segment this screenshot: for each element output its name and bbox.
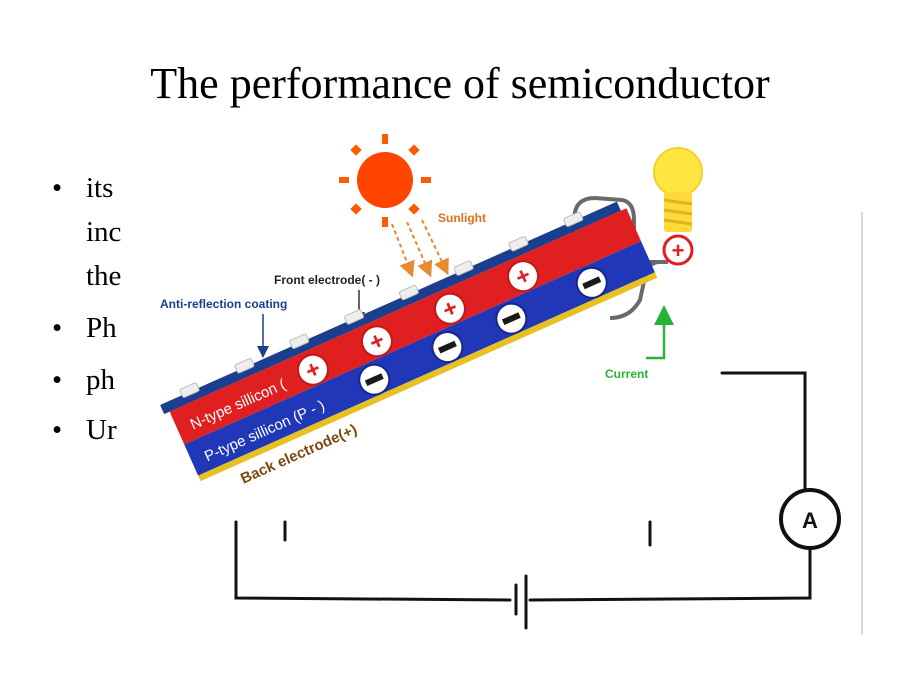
sunlight-label: Sunlight <box>438 211 486 225</box>
sun-rays <box>339 134 431 227</box>
bullet-text-line: Ur <box>86 414 117 446</box>
back-electrode-layer <box>198 272 658 482</box>
bulb-wire-return <box>609 260 661 320</box>
bullet-marker: • <box>52 312 63 344</box>
ammeter-icon <box>779 488 841 550</box>
minus-charge <box>431 331 464 364</box>
bullet-text-line: inc <box>86 216 122 248</box>
bullet-marker: • <box>52 364 63 396</box>
plus-charge: + <box>360 325 393 358</box>
minus-charge <box>575 266 608 299</box>
plus-charge: + <box>296 353 329 386</box>
circuit-wire <box>528 546 812 602</box>
bullet-text-line: the <box>86 260 122 292</box>
light-bulb-icon: + <box>653 147 703 266</box>
front-electrode-contacts <box>179 211 584 398</box>
plus-charge: + <box>507 260 540 293</box>
plus-charge: + <box>433 292 466 325</box>
sun-icon <box>339 134 431 227</box>
circuit-wire <box>720 371 807 492</box>
current-label: Current <box>605 367 648 381</box>
ammeter-label: A <box>802 508 818 533</box>
circuit-wire <box>234 520 512 602</box>
minus-charges <box>358 266 608 396</box>
bulb-plus-charge <box>662 234 694 266</box>
bullet-text-line: ph <box>86 364 115 396</box>
slide-title: The performance of semiconductor <box>150 59 770 108</box>
ammeter: A <box>779 488 841 550</box>
plus-charges: + + + + <box>296 260 540 386</box>
bullet-text-line: Ph <box>86 312 117 344</box>
bullet-text-line: its <box>86 172 114 204</box>
bullet-marker: • <box>52 172 63 204</box>
minus-charge <box>495 302 528 335</box>
p-type-layer <box>184 241 655 476</box>
plus-sign: + <box>672 238 685 263</box>
solar-cell-stack: N-type sillicon ( P-type sillicon (P - )… <box>160 201 658 488</box>
front-electrode-label: Front electrode( - ) <box>274 273 380 287</box>
anti-reflection-layer <box>160 201 621 415</box>
anti-reflection-label: Anti-reflection coating <box>160 297 287 311</box>
bullet-marker: • <box>52 414 63 446</box>
current-arrow <box>646 305 674 360</box>
sunlight-arrows <box>391 219 449 278</box>
external-circuit <box>234 371 812 630</box>
minus-charge <box>358 363 391 396</box>
